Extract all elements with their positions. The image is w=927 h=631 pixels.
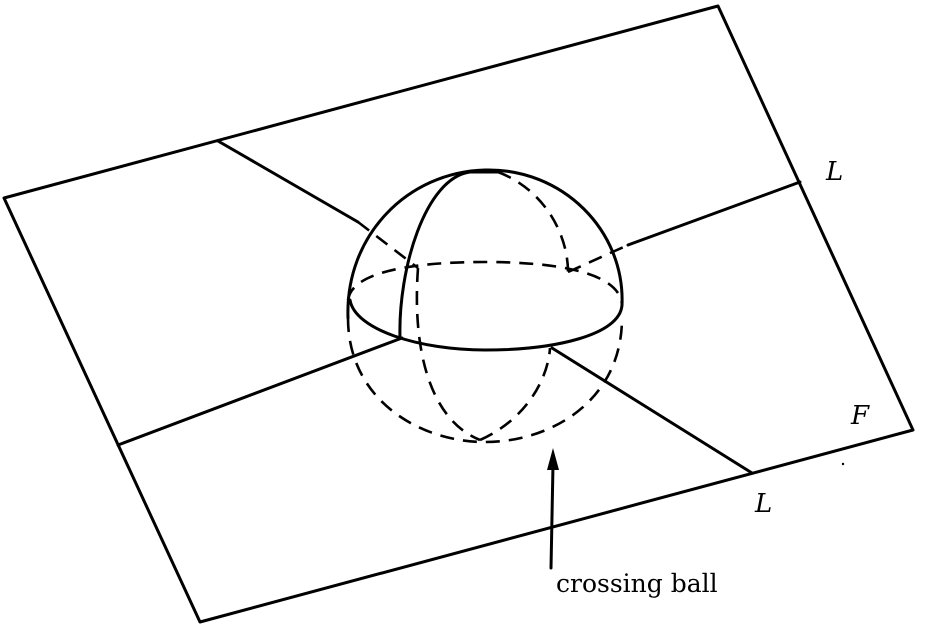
label-leaf-top: L <box>825 157 843 187</box>
crossing-ball-arrowhead <box>547 448 559 470</box>
ball-inner-line-left-dashed <box>357 220 419 270</box>
ball-meridian-front <box>398 170 502 340</box>
label-leaf-bottom: L <box>754 489 772 519</box>
ball-meridian-back-upper-dashed <box>497 170 570 273</box>
foliation-dot <box>841 462 845 466</box>
label-foliation: F <box>850 401 870 431</box>
crossing-ball-arrow-shaft <box>549 463 555 570</box>
sheet-line-lower-right <box>550 346 754 475</box>
ball-equator-back-dashed <box>346 260 624 306</box>
ball-meridian-lower-left-dashed <box>415 267 481 442</box>
ball-inner-line-right-dashed <box>567 243 629 274</box>
sheet-line-upper-right <box>626 180 802 247</box>
sheet-line-lower-left <box>116 336 404 447</box>
ball-upper-hemisphere-outline <box>346 168 624 320</box>
ball-equator-front <box>348 298 624 352</box>
sheet-line-upper-left <box>216 139 360 224</box>
ball-lower-hemisphere-dashed <box>346 317 624 444</box>
label-crossing-ball: crossing ball <box>556 569 718 598</box>
foliation-sheet-outline <box>2 4 915 624</box>
ball-meridian-lower-right-dashed <box>479 347 552 442</box>
